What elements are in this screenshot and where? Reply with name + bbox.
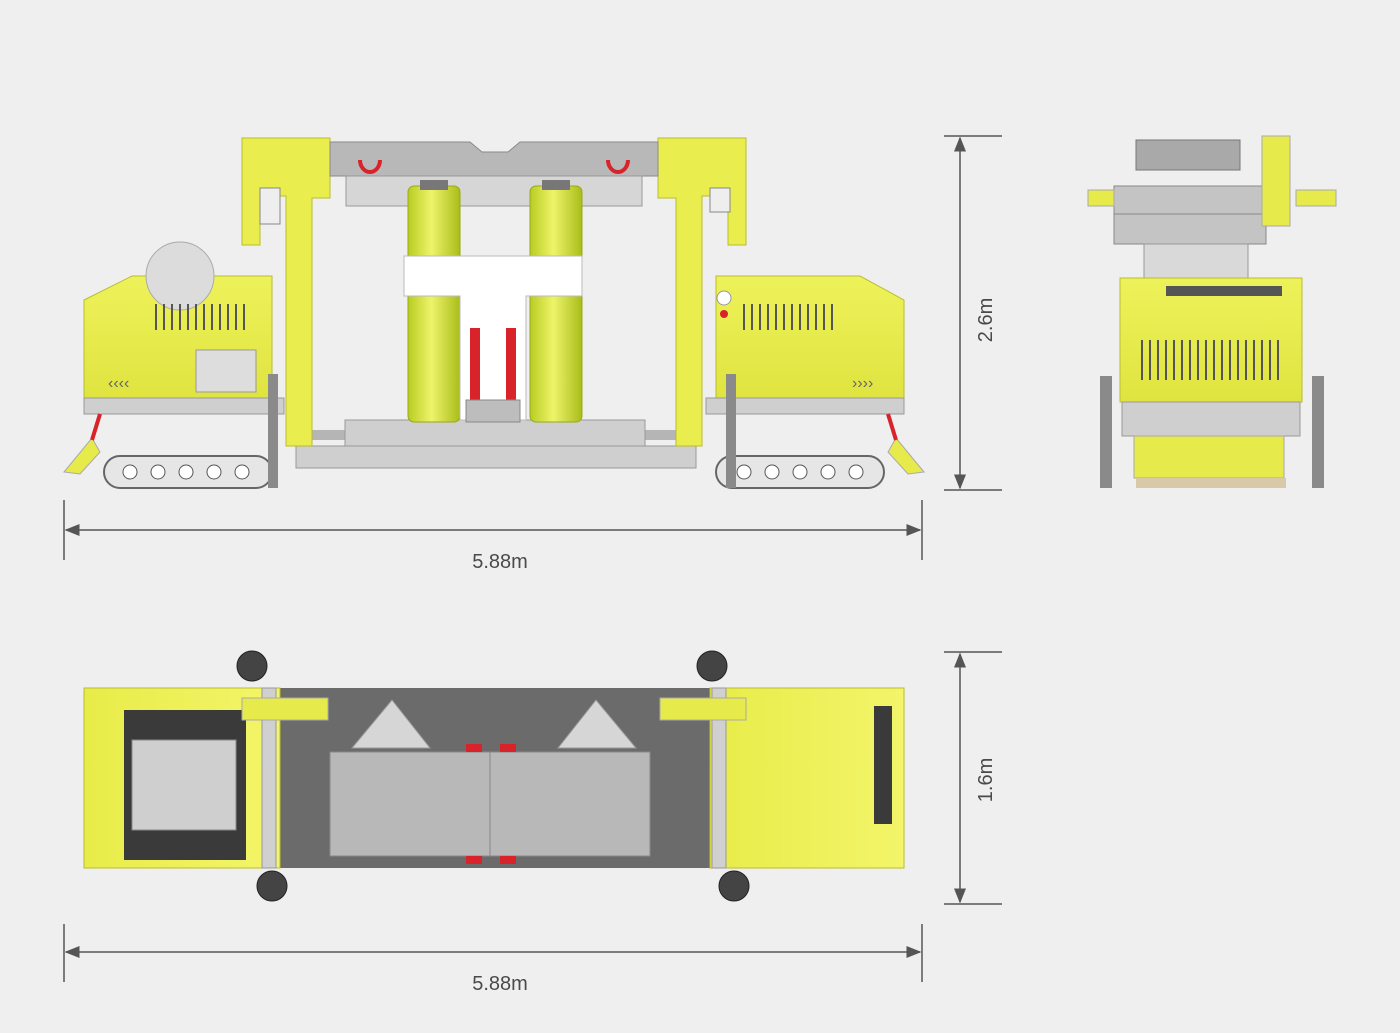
- side-right-indicator: [720, 310, 728, 318]
- top-left-rail: [261, 687, 277, 869]
- front-upper-frame: [1113, 185, 1267, 245]
- top-red-marker-2: [500, 744, 516, 752]
- front-view: [1087, 135, 1337, 488]
- front-mid-section: [1143, 243, 1249, 279]
- front-bumper: [1133, 435, 1285, 479]
- front-top-head: [1135, 139, 1241, 171]
- side-t-clamp: [403, 255, 583, 421]
- side-lift-hook-right: [606, 159, 630, 174]
- dimension-side-height: 2.6m: [944, 135, 1002, 491]
- side-left-reel: [145, 241, 215, 311]
- side-lift-hook-left: [358, 159, 382, 174]
- side-gantry-left-frame: [241, 137, 331, 447]
- side-left-outrigger: [268, 374, 278, 488]
- side-clamp-foot: [465, 399, 521, 423]
- side-gantry-right-frame: [657, 137, 747, 447]
- top-right-panel: [874, 706, 892, 824]
- side-right-track-wheels: [736, 464, 864, 480]
- top-red-marker-3: [466, 856, 482, 864]
- side-left-blade: [63, 437, 101, 475]
- side-left-access-panel: [195, 349, 257, 393]
- top-wheel-rear-left: [256, 870, 288, 902]
- top-wheel-front-right: [696, 650, 728, 682]
- side-cylinder-right: [529, 185, 583, 423]
- top-red-marker-4: [500, 856, 516, 864]
- side-right-housing: [715, 275, 905, 399]
- top-red-marker-1: [466, 744, 482, 752]
- front-lower-frame: [1121, 401, 1301, 437]
- top-view: [83, 650, 905, 902]
- side-width-label: 5.88m: [472, 551, 528, 573]
- top-width-label: 5.88m: [472, 973, 528, 995]
- dimension-side-width: 5.88m: [63, 500, 923, 573]
- side-right-cab-box: [709, 187, 731, 213]
- side-right-chevrons: ››››: [852, 375, 873, 392]
- side-height-label: 2.6m: [975, 298, 997, 342]
- top-right-rail: [711, 687, 727, 869]
- side-left-chevrons: ‹‹‹‹: [108, 375, 129, 392]
- front-display-strip: [1166, 286, 1282, 296]
- side-left-track-wheels: [122, 464, 250, 480]
- side-right-chassis: [705, 397, 905, 415]
- side-right-blade: [887, 437, 925, 475]
- front-main-body: [1119, 277, 1303, 403]
- top-wheel-front-left: [236, 650, 268, 682]
- side-base-rail: [295, 445, 697, 469]
- top-left-engine: [131, 739, 237, 831]
- front-base-pad: [1136, 478, 1286, 488]
- front-vent: [1141, 340, 1279, 380]
- side-right-blade-ram: [886, 413, 898, 441]
- front-side-arm-left: [1087, 189, 1115, 207]
- side-left-chassis: [83, 397, 285, 415]
- side-cylinder-right-cap: [542, 180, 570, 190]
- side-center-lower-block: [344, 419, 646, 447]
- side-right-gauge: [716, 290, 732, 306]
- side-top-crossbeam: [329, 141, 659, 177]
- side-cylinder-left: [407, 185, 461, 423]
- side-left-vent: [155, 304, 245, 330]
- side-red-cylinder-right: [506, 328, 516, 400]
- side-left-cab-box: [259, 187, 281, 225]
- top-lifter-right: [556, 699, 638, 749]
- top-depth-label: 1.6m: [975, 758, 997, 802]
- side-crossbeam-plate: [345, 175, 643, 207]
- side-view: ‹‹‹‹ ››››: [63, 137, 925, 489]
- top-wheel-rear-right: [718, 870, 750, 902]
- front-right-outrigger: [1312, 376, 1324, 488]
- dimension-top-width: 5.88m: [63, 924, 923, 995]
- top-left-gantry: [241, 697, 329, 721]
- top-lifter-left: [350, 699, 432, 749]
- front-tall-column: [1261, 135, 1291, 227]
- side-cylinder-left-cap: [420, 180, 448, 190]
- front-side-arm-right: [1295, 189, 1337, 207]
- side-left-blade-ram: [90, 413, 102, 441]
- front-left-outrigger: [1100, 376, 1112, 488]
- top-right-gantry: [659, 697, 747, 721]
- dimension-top-depth: 1.6m: [944, 651, 1002, 905]
- side-right-outrigger: [726, 374, 736, 488]
- side-red-cylinder-left: [470, 328, 480, 400]
- side-right-vent: [743, 304, 833, 330]
